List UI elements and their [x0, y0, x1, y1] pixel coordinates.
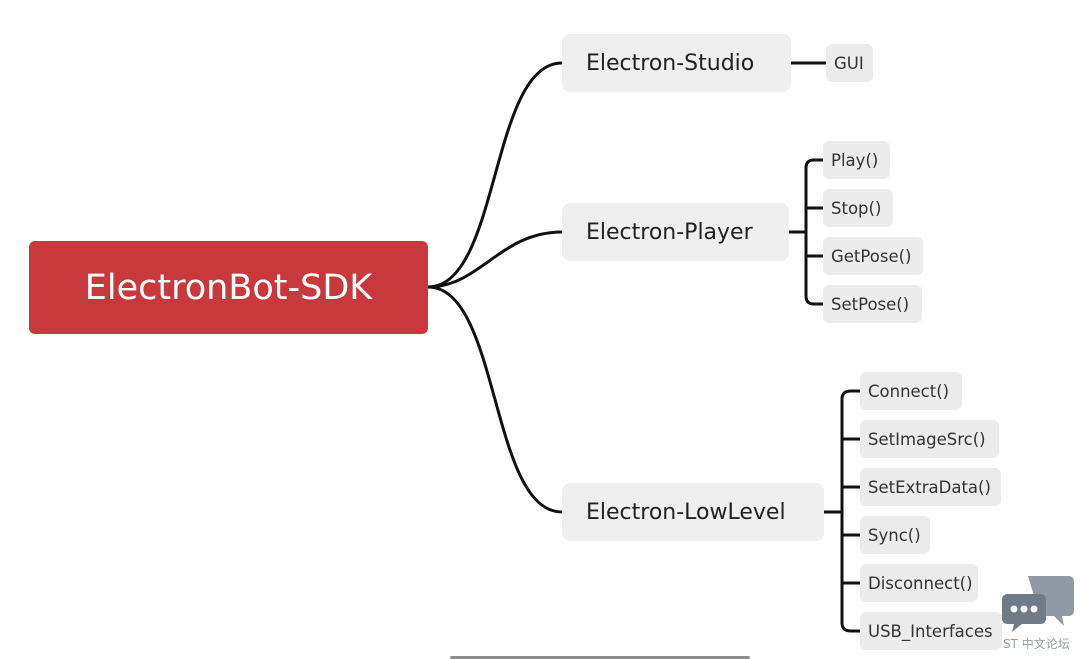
leaf-node-setpose[interactable]: SetPose()	[823, 285, 922, 323]
leaf-node-disconnect[interactable]: Disconnect()	[860, 564, 978, 602]
leaf-node-setextradata[interactable]: SetExtraData()	[860, 468, 1001, 506]
leaf-node-getpose[interactable]: GetPose()	[823, 237, 923, 275]
leaf-node-play[interactable]: Play()	[823, 141, 890, 179]
branch-node-electron-lowlevel[interactable]: Electron-LowLevel	[562, 483, 824, 541]
forum-watermark: ST 中文论坛	[1000, 574, 1078, 654]
root-node[interactable]: ElectronBot-SDK	[29, 241, 428, 334]
leaf-node-stop[interactable]: Stop()	[823, 189, 893, 227]
branch-node-electron-player[interactable]: Electron-Player	[562, 203, 789, 261]
leaf-node-sync[interactable]: Sync()	[860, 516, 930, 554]
leaf-node-connect[interactable]: Connect()	[860, 372, 962, 410]
leaf-node-gui[interactable]: GUI	[826, 44, 873, 82]
leaf-node-setimagesrc[interactable]: SetImageSrc()	[860, 420, 999, 458]
horizontal-scrollbar[interactable]	[450, 656, 750, 659]
leaf-node-usb-interfaces[interactable]: USB_Interfaces	[860, 612, 1002, 650]
branch-node-electron-studio[interactable]: Electron-Studio	[562, 34, 791, 92]
watermark-text: ST 中文论坛	[1003, 637, 1070, 651]
chat-bubbles-icon	[1002, 576, 1074, 632]
